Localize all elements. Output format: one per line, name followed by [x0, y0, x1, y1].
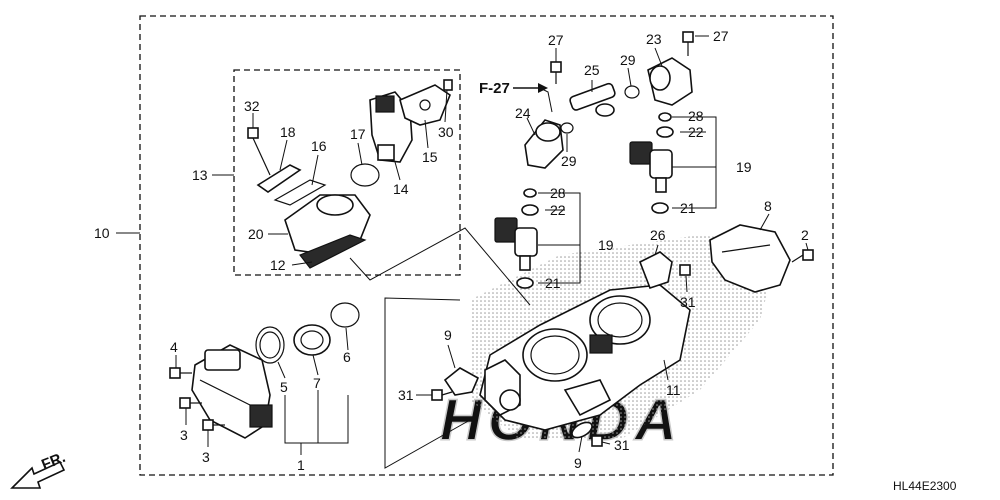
callout-1: 1: [297, 457, 305, 473]
callout-13: 13: [192, 167, 208, 183]
o-ring-17: [350, 163, 380, 187]
seal-22-lower: [521, 204, 539, 216]
callout-32: 32: [244, 98, 260, 114]
callout-11: 11: [666, 382, 681, 398]
pipe-25: [569, 82, 616, 117]
bolt-31-right: [679, 264, 691, 276]
bolt-3-upper: [179, 397, 202, 409]
callout-19a: 19: [736, 159, 752, 175]
assembly-frame: [139, 15, 834, 476]
callout-14: 14: [393, 181, 409, 197]
joint-24: [524, 119, 564, 169]
subassembly-frame: [233, 69, 461, 276]
callout-3a: 3: [180, 427, 188, 443]
bolt-31-lower: [591, 435, 603, 447]
callout-21b: 21: [545, 275, 561, 291]
injector-lower: [494, 217, 538, 271]
callout-29a: 29: [620, 52, 636, 68]
callout-23: 23: [646, 31, 662, 47]
callout-10: 10: [94, 225, 110, 241]
callout-27a: 27: [548, 32, 564, 48]
collar-7: [293, 324, 331, 356]
callout-19b: 19: [598, 237, 614, 253]
o-ring-29-lower: [560, 122, 574, 134]
throttle-body: [479, 284, 691, 431]
callout-6: 6: [343, 349, 351, 365]
injector-upper: [629, 141, 673, 193]
callout-18: 18: [280, 124, 296, 140]
callout-20: 20: [248, 226, 264, 242]
front-arrow: [10, 460, 66, 489]
seal-21-lower: [516, 277, 534, 289]
seal-28-lower: [523, 188, 537, 198]
sensor-unit: [191, 344, 273, 439]
callout-5: 5: [280, 379, 288, 395]
callout-2: 2: [801, 227, 809, 243]
reference-label-f27: F-27: [479, 80, 510, 97]
callout-24: 24: [515, 105, 531, 121]
screw-32: [247, 127, 271, 176]
callout-9a: 9: [444, 327, 452, 343]
gasket-9-lower: [571, 421, 593, 439]
joint-23: [647, 57, 693, 106]
callout-31c: 31: [614, 437, 630, 453]
gasket-26: [638, 251, 673, 290]
gasket-16: [273, 179, 327, 206]
callout-9b: 9: [574, 455, 582, 471]
plate-9-left: [443, 367, 480, 396]
callout-12: 12: [270, 257, 286, 273]
callout-28a: 28: [688, 108, 704, 124]
callout-21a: 21: [680, 200, 696, 216]
callout-25: 25: [584, 62, 600, 78]
bracket-15: [399, 84, 451, 126]
callout-7: 7: [313, 375, 321, 391]
screw-30: [443, 79, 453, 91]
diagram-code: HL44E2300: [893, 479, 957, 493]
cover-8: [709, 224, 791, 293]
bolt-27-left: [550, 61, 562, 84]
bolt-27-right: [682, 31, 694, 56]
seal-28-upper: [658, 112, 672, 122]
plate-18: [256, 164, 302, 193]
seal-21-upper: [651, 202, 669, 214]
callout-26: 26: [650, 227, 666, 243]
callout-22a: 22: [688, 124, 704, 140]
idle-valve-14: [369, 91, 413, 163]
callout-16: 16: [311, 138, 327, 154]
bolt-4: [169, 367, 192, 379]
bolt-2: [791, 249, 814, 263]
reference-arrow: [513, 83, 548, 93]
leader-lines: [116, 35, 809, 469]
idle-valve-body: [284, 194, 371, 269]
ring-6: [330, 302, 360, 328]
callout-22b: 22: [550, 202, 566, 218]
callout-29b: 29: [561, 153, 577, 169]
callout-31b: 31: [398, 387, 414, 403]
callout-31a: 31: [680, 294, 696, 310]
callout-4: 4: [170, 339, 178, 355]
callout-28b: 28: [550, 185, 566, 201]
o-ring-29-upper: [624, 85, 640, 99]
callout-30: 30: [438, 124, 454, 140]
callout-15: 15: [422, 149, 438, 165]
callout-17: 17: [350, 126, 366, 142]
callout-27b: 27: [713, 28, 729, 44]
callout-3b: 3: [202, 449, 210, 465]
seal-22-upper: [656, 126, 674, 138]
callout-8: 8: [764, 198, 772, 214]
o-ring-5: [255, 326, 285, 364]
